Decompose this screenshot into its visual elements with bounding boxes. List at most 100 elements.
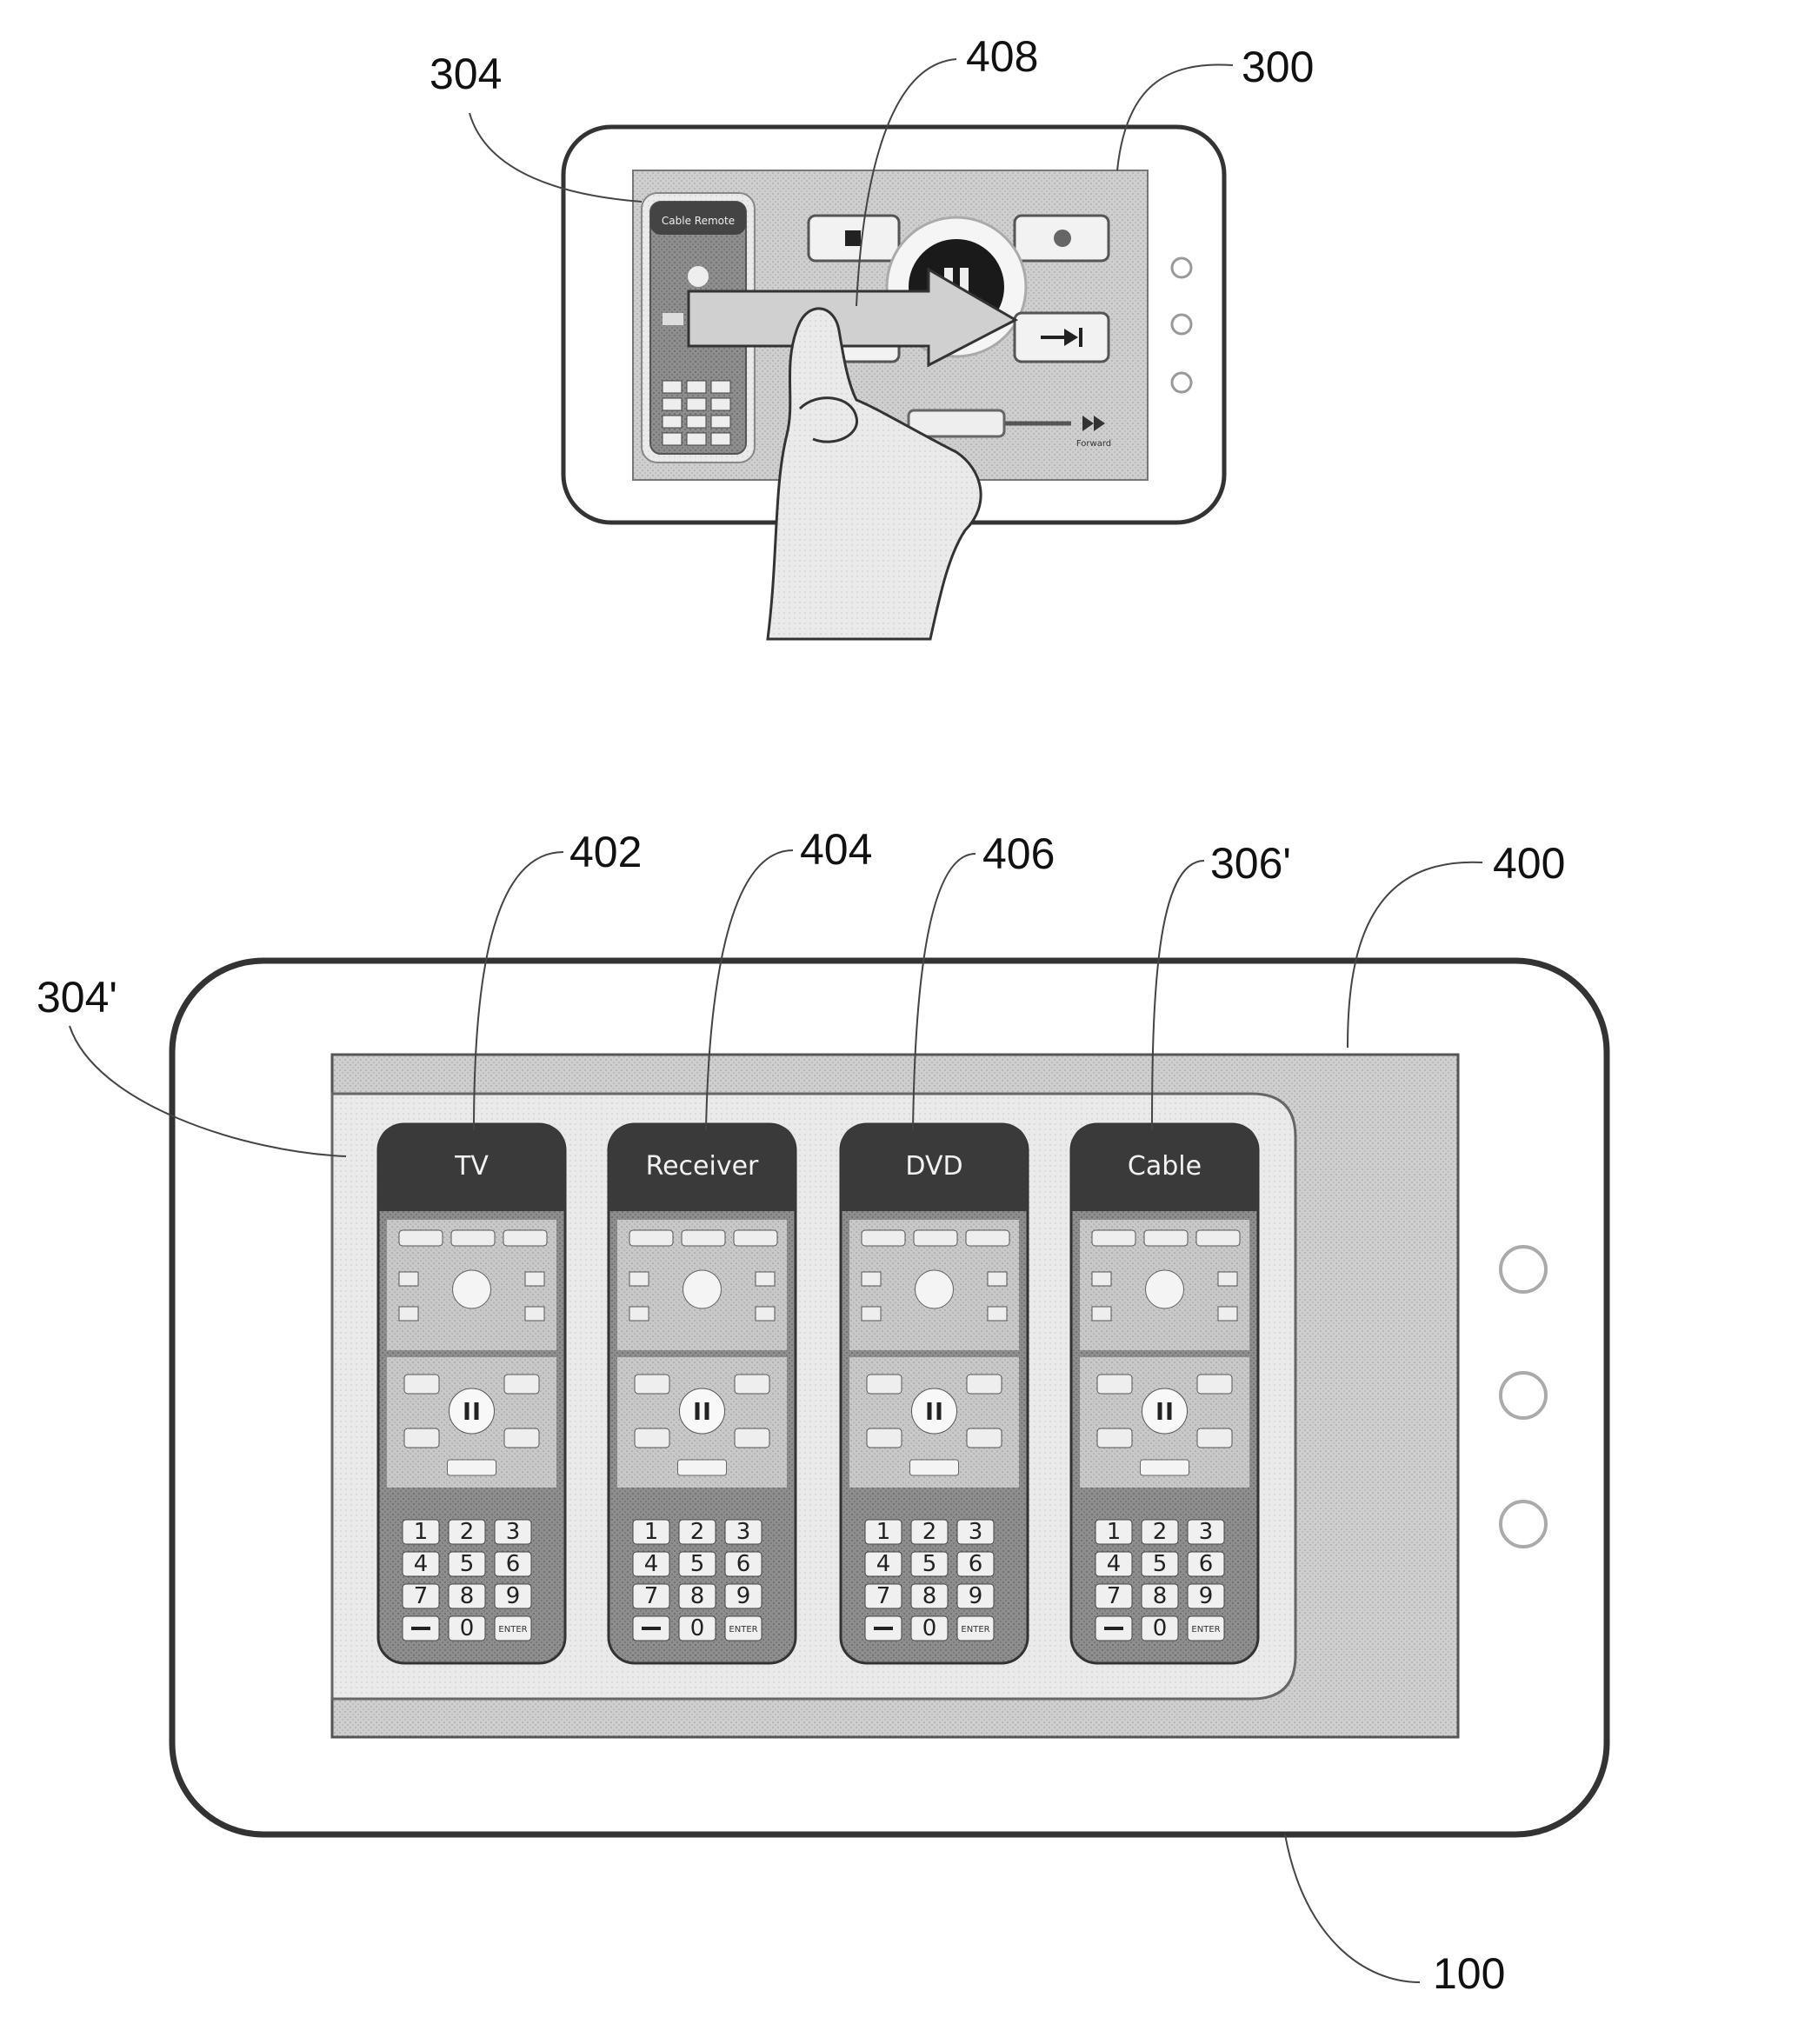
pause-button[interactable] (450, 1388, 495, 1434)
remote-top-button[interactable] (966, 1230, 1009, 1246)
progress-slider[interactable] (1141, 1460, 1189, 1475)
remote-top-button[interactable] (1144, 1230, 1188, 1246)
remote-1[interactable]: Receiver1234567890ENTER (609, 1124, 796, 1663)
skip-button[interactable] (967, 1428, 1002, 1448)
enter-label: ENTER (498, 1625, 527, 1635)
small-hardware-button-1[interactable] (1172, 258, 1191, 277)
keypad-digit: 8 (690, 1583, 705, 1609)
record-button[interactable] (1197, 1375, 1232, 1394)
stop-icon (845, 230, 861, 246)
side-button[interactable] (1218, 1272, 1237, 1286)
remote-top-button[interactable] (862, 1230, 905, 1246)
side-button[interactable] (1218, 1307, 1237, 1321)
mini-keypad-key[interactable] (663, 433, 682, 445)
forward-label: Forward (1076, 439, 1111, 449)
hardware-button-3[interactable] (1501, 1501, 1546, 1547)
dash-icon (1104, 1627, 1123, 1630)
hardware-button-1[interactable] (1501, 1247, 1546, 1292)
mini-keypad-key[interactable] (663, 398, 682, 410)
back-button[interactable] (404, 1428, 439, 1448)
remote-top-button[interactable] (399, 1230, 443, 1246)
pause-button[interactable] (912, 1388, 957, 1434)
keypad-digit: 9 (736, 1583, 751, 1609)
side-button[interactable] (1092, 1307, 1111, 1321)
stop-button[interactable] (867, 1375, 902, 1394)
remote-top-button[interactable] (1196, 1230, 1240, 1246)
back-button[interactable] (635, 1428, 669, 1448)
mini-keypad-key[interactable] (687, 433, 706, 445)
skip-button[interactable] (504, 1428, 539, 1448)
ref-404: 404 (800, 828, 872, 871)
remote-top-button[interactable] (914, 1230, 957, 1246)
back-button[interactable] (1097, 1428, 1132, 1448)
skip-button[interactable] (735, 1428, 769, 1448)
dpad-center-button[interactable] (683, 1270, 722, 1308)
record-button[interactable] (504, 1375, 539, 1394)
mini-keypad-key[interactable] (711, 433, 730, 445)
side-button[interactable] (862, 1272, 881, 1286)
keypad-digit: 5 (1153, 1551, 1168, 1577)
keypad-digit: 3 (736, 1519, 751, 1545)
side-button[interactable] (525, 1307, 544, 1321)
pause-icon (1168, 1402, 1172, 1420)
side-button[interactable] (525, 1272, 544, 1286)
mini-keypad-key[interactable] (711, 416, 730, 428)
side-button[interactable] (1092, 1272, 1111, 1286)
remote-3[interactable]: Cable1234567890ENTER (1071, 1124, 1258, 1663)
keypad-digit: 9 (969, 1583, 983, 1609)
record-button[interactable] (735, 1375, 769, 1394)
side-button[interactable] (756, 1272, 775, 1286)
side-button[interactable] (399, 1272, 418, 1286)
remote-top-button[interactable] (451, 1230, 495, 1246)
keypad-digit: 7 (1107, 1583, 1122, 1609)
mini-keypad-key[interactable] (711, 381, 730, 393)
side-button[interactable] (629, 1307, 649, 1321)
pause-button[interactable] (1142, 1388, 1188, 1434)
remote-top-button[interactable] (503, 1230, 547, 1246)
keypad-digit: 1 (414, 1519, 429, 1545)
stop-button[interactable] (1097, 1375, 1132, 1394)
remote-title: Receiver (646, 1151, 759, 1182)
side-button[interactable] (862, 1307, 881, 1321)
hardware-button-2[interactable] (1501, 1373, 1546, 1418)
dpad-center-button[interactable] (453, 1270, 491, 1308)
stop-button[interactable] (404, 1375, 439, 1394)
dpad-center-button[interactable] (1146, 1270, 1184, 1308)
stop-button[interactable] (635, 1375, 669, 1394)
ref-306-prime: 306' (1210, 842, 1291, 885)
remote-2[interactable]: DVD1234567890ENTER (841, 1124, 1028, 1663)
side-button[interactable] (756, 1307, 775, 1321)
small-hardware-button-3[interactable] (1172, 373, 1191, 392)
progress-slider[interactable] (678, 1460, 727, 1475)
mini-keypad-key[interactable] (711, 398, 730, 410)
back-button[interactable] (867, 1428, 902, 1448)
ref-408: 408 (966, 35, 1038, 78)
progress-slider[interactable] (448, 1460, 496, 1475)
mini-keypad-key[interactable] (687, 398, 706, 410)
mini-keypad-key[interactable] (687, 381, 706, 393)
skip-button[interactable] (1197, 1428, 1232, 1448)
remote-top-button[interactable] (629, 1230, 673, 1246)
remote-top-button[interactable] (1092, 1230, 1135, 1246)
mini-keypad-key[interactable] (663, 416, 682, 428)
small-hardware-button-2[interactable] (1172, 315, 1191, 334)
mini-keypad-key[interactable] (687, 416, 706, 428)
side-button[interactable] (988, 1272, 1007, 1286)
side-button[interactable] (988, 1307, 1007, 1321)
side-button[interactable] (629, 1272, 649, 1286)
record-button[interactable] (967, 1375, 1002, 1394)
keypad-digit: 2 (460, 1519, 475, 1545)
mini-keypad-key[interactable] (663, 381, 682, 393)
remote-0[interactable]: TV1234567890ENTER (378, 1124, 565, 1663)
enter-label: ENTER (1191, 1625, 1220, 1635)
dpad-center-button[interactable] (916, 1270, 954, 1308)
keypad-digit: 3 (1199, 1519, 1214, 1545)
keypad-digit: 5 (922, 1551, 937, 1577)
side-button[interactable] (399, 1307, 418, 1321)
progress-slider[interactable] (910, 1460, 959, 1475)
remote-top-button[interactable] (682, 1230, 725, 1246)
pause-button[interactable] (680, 1388, 725, 1434)
remote-top-button[interactable] (734, 1230, 777, 1246)
keypad-digit: 4 (1107, 1551, 1122, 1577)
